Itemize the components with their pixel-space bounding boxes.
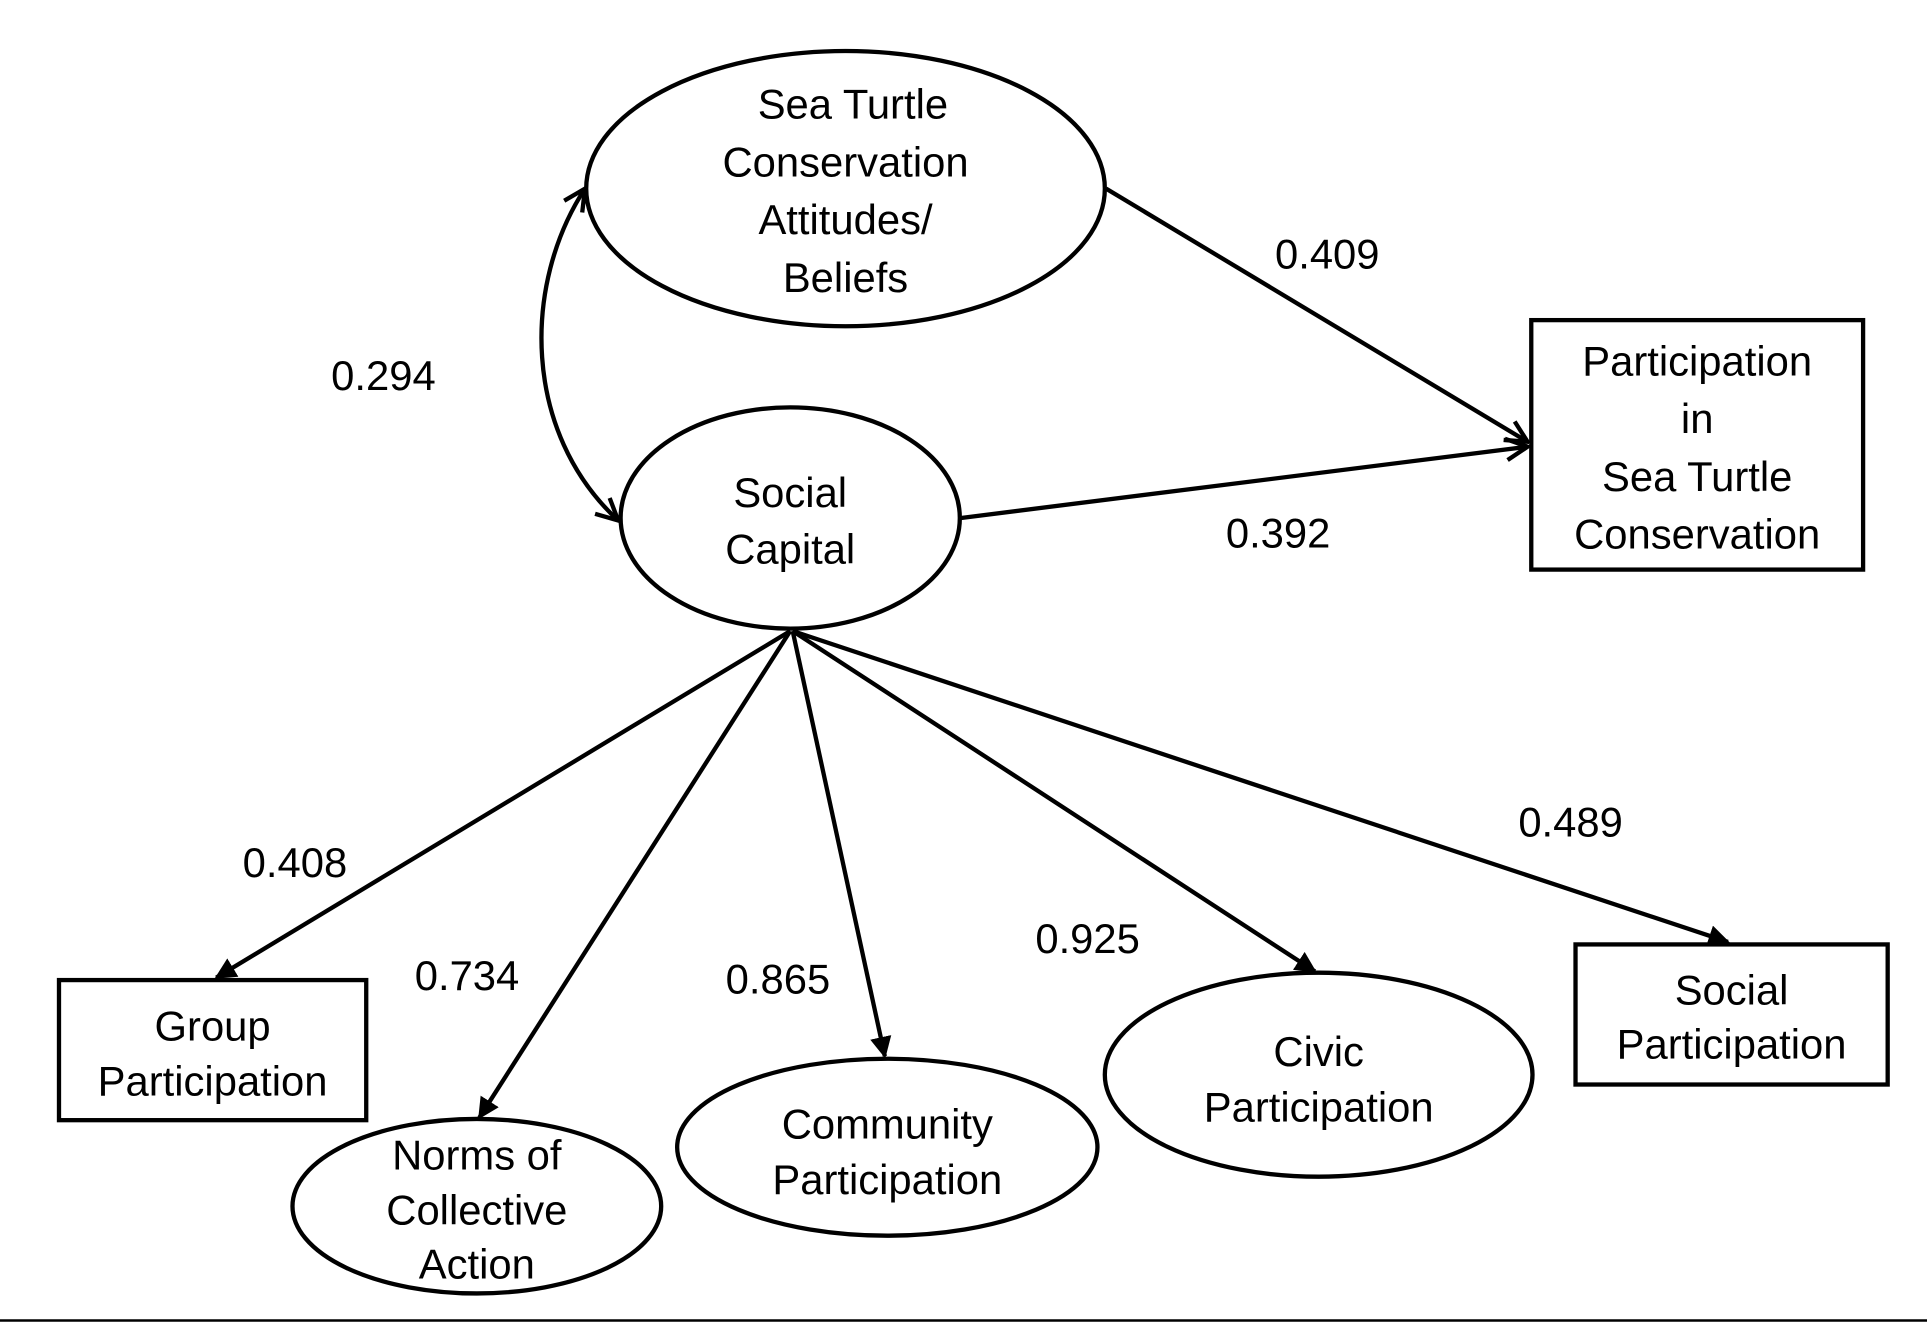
svg-text:Action: Action	[419, 1241, 535, 1288]
svg-text:Community: Community	[782, 1101, 993, 1148]
svg-text:Group: Group	[155, 1002, 271, 1049]
node-civic: Civic Participation	[1102, 970, 1535, 1179]
node-norms: Norms of Collective Action	[290, 1116, 664, 1296]
svg-text:Conservation: Conservation	[1574, 511, 1820, 558]
svg-text:in: in	[1681, 395, 1714, 442]
edge-capital-group	[214, 629, 792, 980]
svg-text:Participation: Participation	[1617, 1021, 1847, 1068]
edge-label: 0.409	[1275, 231, 1380, 278]
edge-label: 0.408	[243, 839, 348, 886]
edge-correlation-attitudes-capital	[539, 189, 618, 521]
node-group-participation: Group Participation	[56, 977, 369, 1123]
edge-label: 0.294	[331, 352, 436, 399]
svg-text:Participation: Participation	[1582, 337, 1812, 384]
svg-text:Participation: Participation	[1204, 1083, 1434, 1130]
svg-text:Conservation: Conservation	[722, 138, 968, 185]
edge-label: 0.392	[1226, 509, 1331, 556]
node-social-participation: Social Participation	[1573, 942, 1890, 1087]
edge-label: 0.925	[1035, 915, 1140, 962]
svg-text:Civic: Civic	[1273, 1028, 1364, 1075]
node-participation: Participation in Sea Turtle Conservation	[1529, 317, 1866, 572]
edge-capital-social-participation	[791, 629, 1730, 947]
svg-text:Norms of: Norms of	[392, 1131, 562, 1178]
svg-text:Beliefs: Beliefs	[783, 254, 908, 301]
svg-text:Social: Social	[733, 469, 847, 516]
node-attitudes: Sea Turtle Conservation Attitudes/ Belie…	[584, 48, 1107, 329]
edge-capital-participation	[960, 447, 1528, 521]
svg-text:Collective: Collective	[386, 1187, 567, 1234]
node-social-capital: Social Capital	[618, 405, 962, 631]
node-community: Community Participation	[675, 1056, 1100, 1238]
svg-text:Capital: Capital	[725, 525, 855, 572]
svg-text:Sea Turtle: Sea Turtle	[758, 81, 948, 128]
svg-text:Participation: Participation	[772, 1156, 1002, 1203]
svg-text:Sea Turtle: Sea Turtle	[1602, 453, 1792, 500]
svg-text:Participation: Participation	[98, 1058, 328, 1105]
edge-attitudes-participation	[1104, 186, 1528, 442]
edge-label: 0.489	[1518, 798, 1623, 845]
edge-label: 0.734	[415, 952, 520, 999]
edge-capital-civic	[791, 629, 1317, 974]
edge-label: 0.865	[726, 956, 831, 1003]
edge-capital-norms	[477, 629, 793, 1120]
edge-capital-community	[790, 630, 892, 1059]
svg-text:Social: Social	[1675, 967, 1789, 1014]
svg-text:Attitudes/: Attitudes/	[758, 196, 933, 243]
